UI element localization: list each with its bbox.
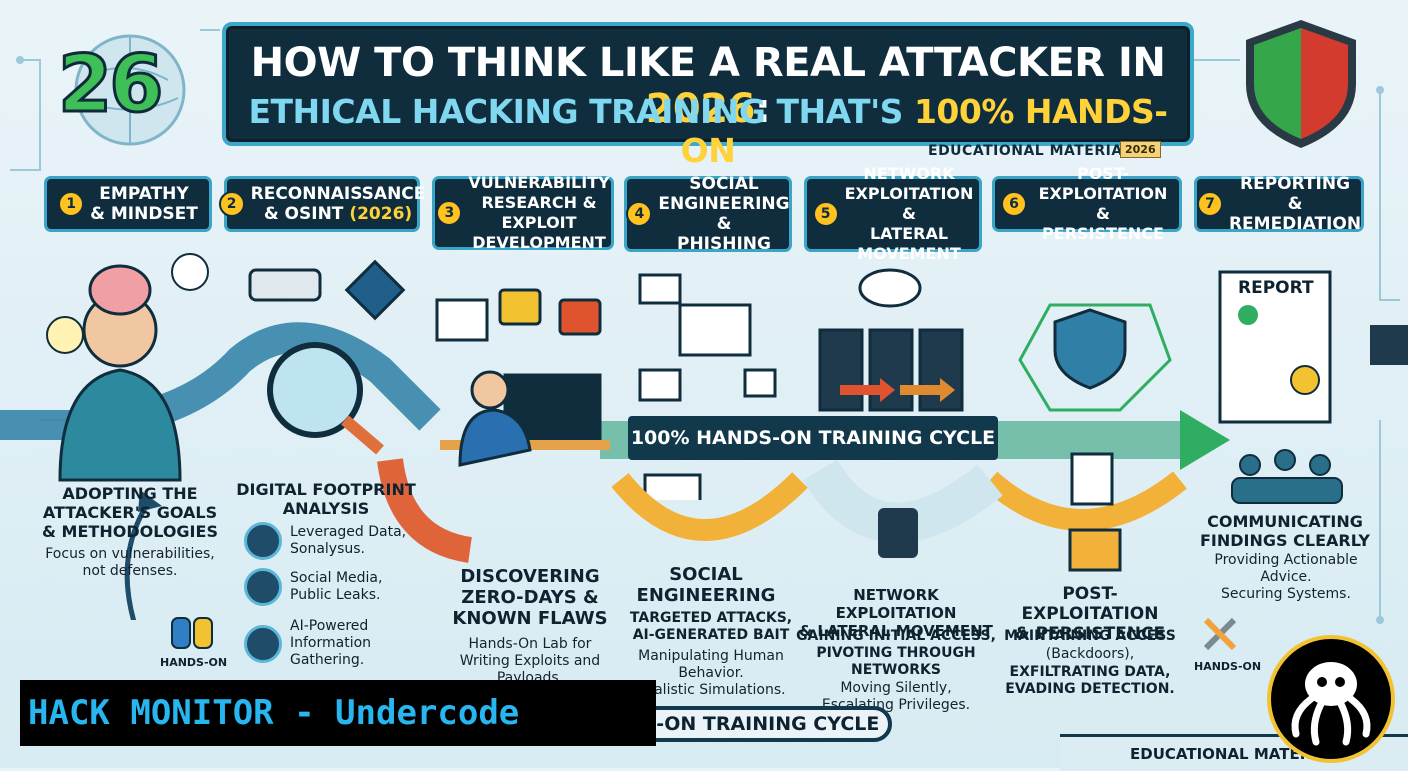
c6-title: POST-EXPLOITATION & PERSISTENCE — [1014, 584, 1166, 644]
wrench-screwdriver-icon — [1200, 614, 1240, 654]
unlock-icon — [558, 298, 602, 336]
server-icon — [818, 328, 964, 412]
title-banner: HOW TO THINK LIKE A REAL ATTACKER IN 202… — [222, 22, 1194, 170]
user-shield-icon — [1053, 308, 1127, 390]
bar-chart-icon — [435, 298, 489, 342]
hacker-desk-icon — [440, 370, 610, 467]
c6-subtitle-2: EXFILTRATING DATA, EVADING DETECTION. — [1005, 664, 1175, 697]
cloud-icon — [858, 268, 922, 308]
c3-body: Hands-On Lab for Writing Exploits and Pa… — [459, 636, 601, 686]
lightbulb-icon — [46, 316, 84, 354]
lock-icon — [498, 288, 542, 326]
report-label: REPORT — [1238, 278, 1314, 298]
c2-item-1: Leveraged Data, Sonalysus. — [244, 522, 406, 560]
c1-hands-on-label: HANDS-ON — [160, 656, 228, 669]
c6-body: (Backdoors), — [1045, 646, 1135, 662]
lower-illustration-layer — [124, 449, 1343, 620]
magnifier-icon — [267, 342, 363, 438]
title-line-2: ETHICAL HACKING TRAINING THAT'S 100% HAN… — [248, 92, 1168, 170]
c2-item-3: AI-Powered Information Gathering. — [244, 618, 371, 669]
drone-icon — [248, 268, 322, 302]
ai-network-icon — [244, 624, 282, 663]
title-line-1: HOW TO THINK LIKE A REAL ATTACKER IN 202… — [250, 40, 1166, 132]
folder-warning-icon — [1068, 528, 1122, 572]
satellite-icon — [344, 259, 406, 321]
badge-number: 26 — [57, 39, 166, 132]
bottom-cycle-banner: S-ON TRAINING CYCLE — [630, 706, 892, 742]
social-search-icon — [244, 568, 282, 606]
gloves-icon — [170, 614, 216, 652]
c4-subtitle: TARGETED ATTACKS, AI-GENERATED BAIT — [629, 610, 793, 643]
edition-badge: 26 — [48, 28, 208, 146]
gear-icon — [171, 253, 209, 291]
training-cycle-banner: 100% HANDS-ON TRAINING CYCLE — [628, 416, 998, 460]
c5-subtitle: GAINING INITIAL ACCESS, PIVOTING THROUGH… — [796, 628, 996, 678]
c7-body: Providing Actionable Advice. Securing Sy… — [1214, 552, 1358, 602]
c3-title: DISCOVERING ZERO-DAYS & KNOWN FLAWS — [452, 566, 608, 629]
shield-icon — [1246, 20, 1356, 148]
report-document-icon — [1218, 270, 1332, 424]
file-icon — [1070, 452, 1114, 506]
database-icon — [878, 508, 918, 558]
c6-subtitle: MAINTAINING ACCESS — [1004, 628, 1176, 644]
c1-title: ADOPTING THE ATTACKER'S GOALS & METHODOL… — [42, 484, 218, 541]
octopus-logo-icon — [1267, 635, 1395, 763]
c2-item-2: Social Media, Public Leaks. — [244, 568, 382, 606]
flow-arrow-right — [1180, 410, 1230, 470]
c7-hands-on-label: HANDS-ON — [1194, 660, 1262, 673]
handshake-hand-icon — [1370, 325, 1408, 365]
database-search-icon — [244, 522, 282, 560]
c2-title: DIGITAL FOOTPRINT ANALYSIS — [236, 480, 416, 518]
year-tag: 2026 — [1120, 141, 1161, 158]
attacker-person-icon — [58, 264, 182, 482]
c5-title: NETWORK EXPLOITATION & LATERAL MOVEMENT — [799, 586, 993, 640]
c1-body: Focus on vulnerabilities, not defenses. — [45, 546, 215, 579]
envelope-icon — [678, 303, 752, 357]
network-graph-icon — [1018, 303, 1172, 412]
team-people-icon — [1231, 449, 1343, 504]
watermark-banner: HACK MONITOR - Undercode — [20, 680, 656, 746]
c4-title: SOCIAL ENGINEERING — [636, 564, 776, 606]
c7-title: COMMUNICATING FINDINGS CLEARLY — [1200, 512, 1370, 550]
educational-material-label: EDUCATIONAL MATERIAL — [928, 143, 1133, 159]
globe-icon — [74, 34, 186, 146]
